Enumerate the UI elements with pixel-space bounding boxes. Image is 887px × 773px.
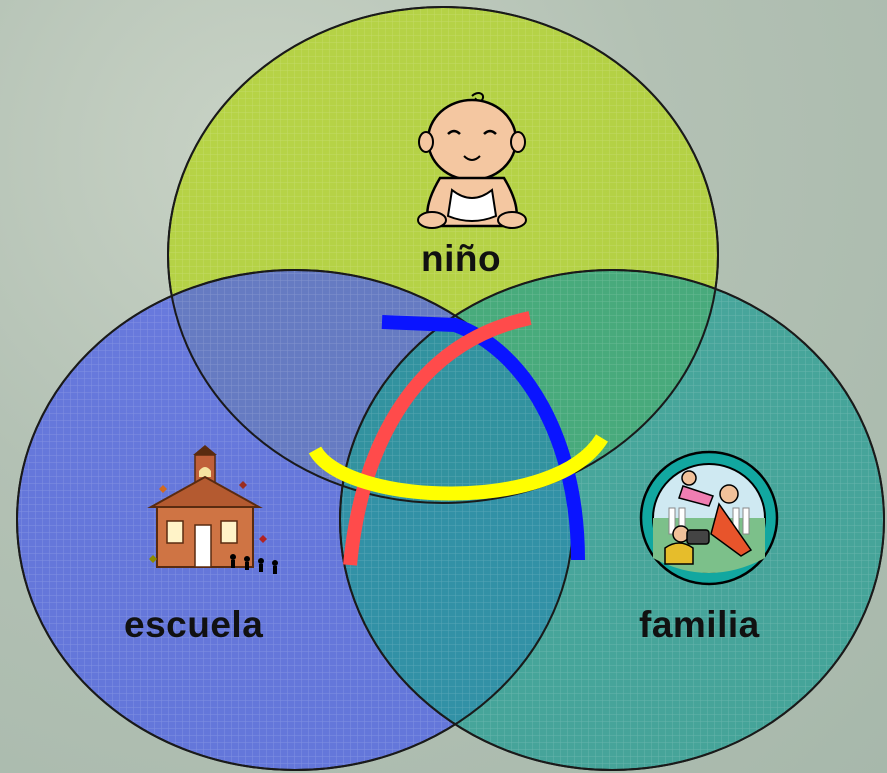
label-escuela: escuela <box>124 604 264 645</box>
yellow-arc <box>308 434 608 501</box>
schoolhouse-icon <box>147 445 278 574</box>
baby-icon <box>417 92 527 229</box>
label-nino: niño <box>421 238 502 279</box>
red-arc <box>343 311 532 566</box>
label-familia: familia <box>639 604 760 645</box>
family-photo-icon <box>639 450 779 586</box>
